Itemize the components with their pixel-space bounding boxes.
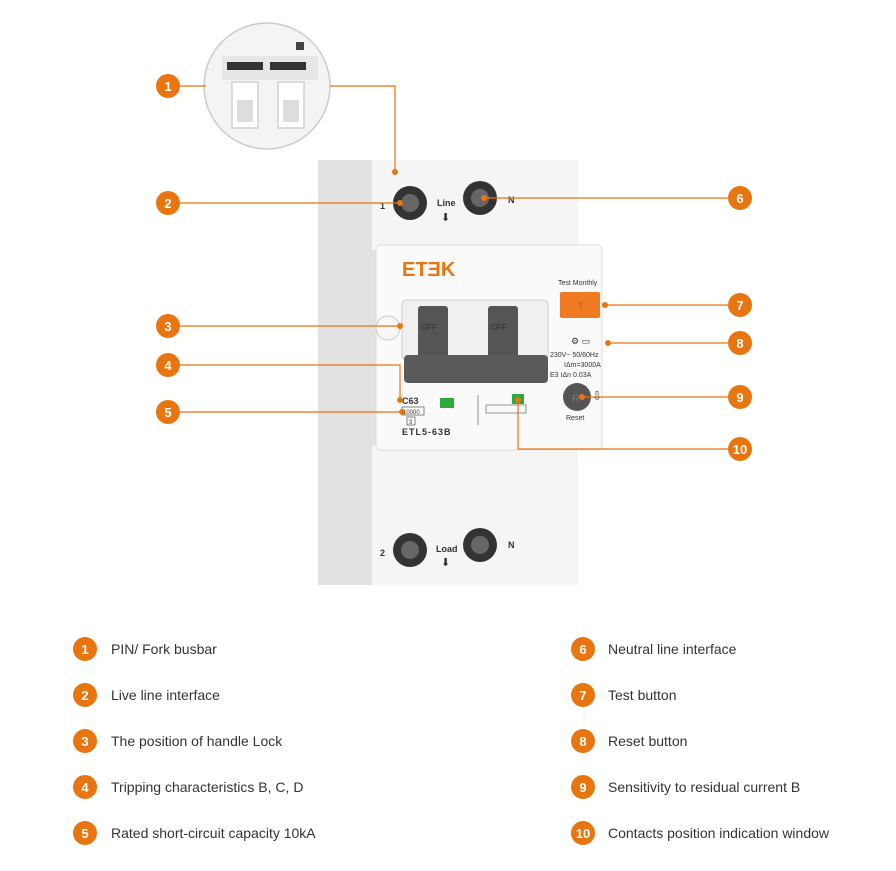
svg-text:6: 6 <box>579 642 586 657</box>
svg-text:3: 3 <box>81 734 88 749</box>
legend-item-4: 4 Tripping characteristics B, C, D <box>73 775 303 799</box>
test-button[interactable] <box>560 292 600 318</box>
svg-text:4: 4 <box>164 358 172 373</box>
svg-text:5: 5 <box>164 405 171 420</box>
svg-text:1: 1 <box>164 79 171 94</box>
svg-text:N: N <box>508 540 515 550</box>
svg-text:10: 10 <box>576 826 590 841</box>
contact-window-1 <box>440 398 454 408</box>
svg-text:2: 2 <box>81 688 88 703</box>
handle-lock <box>375 315 401 341</box>
svg-text:7: 7 <box>579 688 586 703</box>
badge-5: 5 <box>156 400 180 424</box>
badge-10: 10 <box>728 437 752 461</box>
svg-text:⬇: ⬇ <box>441 557 450 569</box>
svg-text:IΔm=3000A: IΔm=3000A <box>564 362 601 369</box>
svg-text:OFF: OFF <box>491 323 507 332</box>
svg-text:9: 9 <box>579 780 586 795</box>
svg-text:Test Monthly: Test Monthly <box>558 280 598 287</box>
leader-lines <box>180 85 728 450</box>
svg-text:OFF: OFF <box>421 323 437 332</box>
badge-8: 8 <box>728 331 752 355</box>
svg-text:Tripping characteristics B, C,: Tripping characteristics B, C, D <box>111 779 303 795</box>
badge-7: 7 <box>728 293 752 317</box>
legend-item-6: 6 Neutral line interface <box>571 637 737 661</box>
legend-item-2: 2 Live line interface <box>73 683 220 707</box>
svg-text:6: 6 <box>736 191 743 206</box>
svg-text:Sensitivity to residual curren: Sensitivity to residual current B <box>608 779 800 795</box>
busbar-inset <box>203 22 331 150</box>
svg-text:Test button: Test button <box>608 687 677 703</box>
svg-text:1: 1 <box>81 642 88 657</box>
svg-text:⇩: ⇩ <box>592 389 602 403</box>
badge-9: 9 <box>728 385 752 409</box>
svg-text:3: 3 <box>409 420 413 426</box>
svg-text:2: 2 <box>164 196 171 211</box>
svg-text:10000: 10000 <box>403 410 420 416</box>
svg-text:C63: C63 <box>402 396 419 406</box>
svg-text:Load: Load <box>436 544 458 554</box>
svg-text:Reset button: Reset button <box>608 733 687 749</box>
toggle-bar <box>404 355 548 383</box>
svg-text:5: 5 <box>81 826 88 841</box>
svg-text:7: 7 <box>736 298 743 313</box>
svg-text:Rated short-circuit capacity 1: Rated short-circuit capacity 10kA <box>111 825 316 841</box>
svg-text:3: 3 <box>164 319 171 334</box>
svg-text:Line: Line <box>437 198 456 208</box>
svg-text:Neutral line interface: Neutral line interface <box>608 641 737 657</box>
svg-text:E3 IΔn 0.03A: E3 IΔn 0.03A <box>550 372 592 379</box>
rcbo-device: 1 N Line ⬇ 2 N Load ⬇ ETƎK OFF OFF C63 1… <box>318 160 603 585</box>
brand-logo: ETƎK <box>402 259 456 281</box>
badge-3: 3 <box>156 314 180 338</box>
svg-text:PIN/ Fork busbar: PIN/ Fork busbar <box>111 641 217 657</box>
badge-2: 2 <box>156 191 180 215</box>
handle-pole-2 <box>488 306 518 358</box>
svg-text:The position of handle Lock: The position of handle Lock <box>111 733 283 749</box>
svg-text:2: 2 <box>380 548 385 558</box>
leader-dots <box>392 169 611 415</box>
svg-text:⬇: ⬇ <box>441 212 450 224</box>
svg-text:⚙ ▭: ⚙ ▭ <box>571 336 590 346</box>
legend-item-7: 7 Test button <box>571 683 677 707</box>
legend-item-3: 3 The position of handle Lock <box>73 729 283 753</box>
svg-text:Live line interface: Live line interface <box>111 687 220 703</box>
svg-text:ETL5-63B: ETL5-63B <box>402 427 452 437</box>
svg-text:8: 8 <box>579 734 586 749</box>
svg-text:9: 9 <box>736 390 743 405</box>
svg-text:T: T <box>578 301 584 311</box>
callout-badges: 1 2 3 4 5 6 7 8 9 10 <box>156 74 752 461</box>
svg-text:Contacts position indication w: Contacts position indication window <box>608 825 830 841</box>
badge-4: 4 <box>156 353 180 377</box>
legend-item-5: 5 Rated short-circuit capacity 10kA <box>73 821 316 845</box>
svg-text:8: 8 <box>736 336 743 351</box>
reset-button[interactable] <box>563 383 591 411</box>
svg-text:R: R <box>572 393 580 405</box>
legend: 1 PIN/ Fork busbar 2 Live line interface 3… <box>73 637 830 845</box>
legend-item-1: 1 PIN/ Fork busbar <box>73 637 217 661</box>
svg-text:10: 10 <box>733 442 747 457</box>
svg-text:1: 1 <box>380 201 385 211</box>
svg-text:N: N <box>508 195 515 205</box>
handle-pole-1 <box>418 306 448 358</box>
badge-6: 6 <box>728 186 752 210</box>
legend-item-8: 8 Reset button <box>571 729 687 753</box>
svg-text:230V~ 50/60Hz: 230V~ 50/60Hz <box>550 352 599 359</box>
badge-1: 1 <box>156 74 180 98</box>
svg-text:4: 4 <box>81 780 89 795</box>
svg-text:Reset: Reset <box>566 415 584 422</box>
legend-item-10: 10 Contacts position indication window <box>571 821 830 845</box>
legend-item-9: 9 Sensitivity to residual current B <box>571 775 800 799</box>
